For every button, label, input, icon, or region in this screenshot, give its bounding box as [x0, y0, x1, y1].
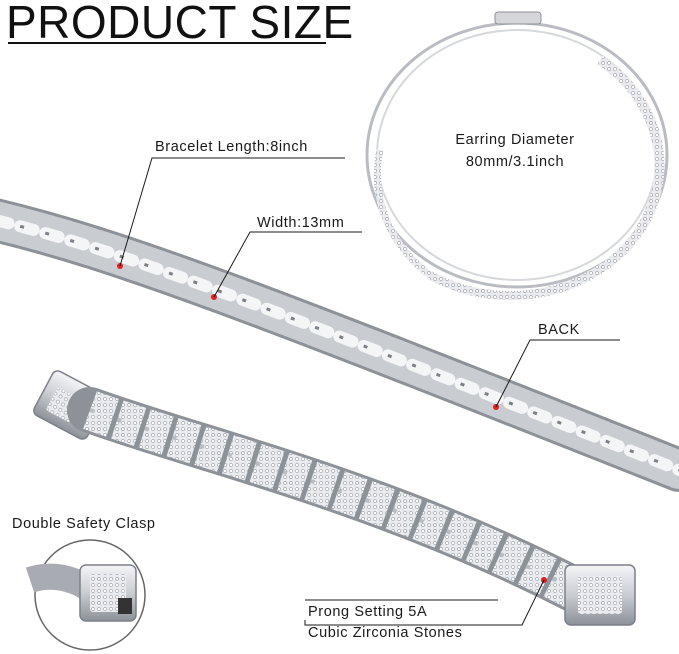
- prong-setting-label: Prong Setting 5A Cubic Zirconia Stones: [308, 603, 462, 642]
- chain-front: [33, 370, 636, 626]
- earring-diameter-line1: Earring Diameter: [455, 132, 575, 148]
- leader-width: [213, 231, 362, 298]
- double-safety-clasp-label: Double Safety Clasp: [12, 516, 156, 532]
- prong-setting-line1: Prong Setting 5A: [308, 604, 428, 620]
- earring-diameter-line2: 80mm/3.1inch: [465, 154, 565, 170]
- prong-setting-line2: Cubic Zirconia Stones: [308, 625, 463, 641]
- bracelet-length-label: Bracelet Length:8inch: [155, 139, 308, 155]
- chain-back: [0, 198, 679, 492]
- leader-length: [119, 157, 345, 267]
- back-label: BACK: [538, 322, 580, 338]
- page-title: PRODUCT SIZE: [6, 0, 354, 48]
- clasp-detail: [25, 539, 146, 651]
- leader-lines: [119, 157, 620, 626]
- hoop-earring: [365, 11, 669, 301]
- leader-back: [495, 339, 620, 408]
- width-label: Width:13mm: [257, 215, 345, 231]
- title-underline: [8, 42, 326, 44]
- leader-prong: [304, 579, 545, 626]
- earring-diameter-label: Earring Diameter 80mm/3.1inch: [440, 131, 590, 171]
